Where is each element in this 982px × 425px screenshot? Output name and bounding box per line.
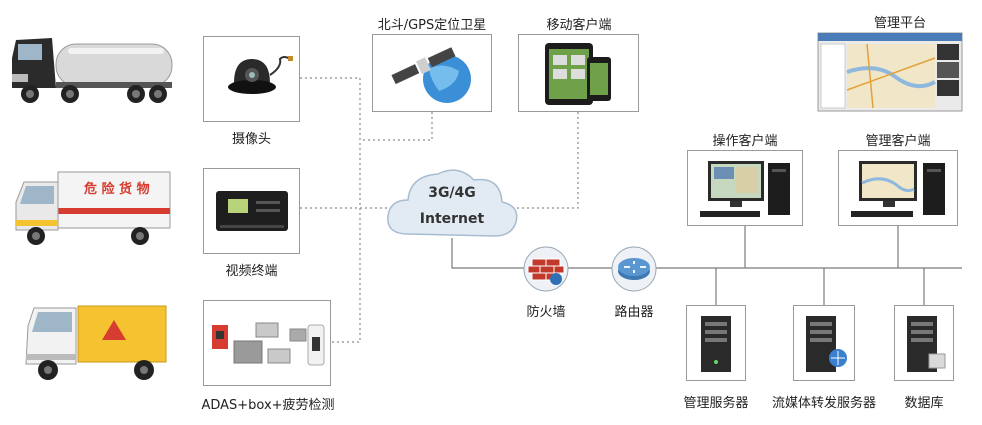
stream-server-icon [806,316,847,372]
dotted-link-satellite [360,112,433,141]
mgmt-server-label: 管理服务器 [683,396,749,411]
box-truck-icon [15,171,171,245]
platform-label: 管理平台 [873,16,926,31]
mgmt-client-box [838,150,958,226]
camera-icon [228,56,293,94]
hazmat-sign: 危 险 货 物 [84,182,150,197]
satellite-box [372,34,492,112]
database-box [894,305,954,381]
camera-label: 摄像头 [231,132,271,147]
ops-client-label: 操作客户端 [712,134,778,149]
stream-server-box [793,305,855,381]
router-label: 路由器 [614,305,654,320]
dotted-link-mobile [515,112,579,209]
hazmat-box-truck: 危 险 货 物 [8,168,176,254]
satellite-icon [391,47,471,103]
dvr-terminal-icon [216,191,288,231]
satellite-label: 北斗/GPS定位卫星 [377,18,487,33]
dotted-bus-vehicles [300,77,361,343]
internet-cloud-icon [387,169,518,237]
firewall-icon [523,246,569,292]
cloud-line2: Internet [419,211,485,227]
adas-devices-icon [212,322,325,366]
platform-screen-icon [817,32,963,112]
mobile-box [518,34,639,112]
database-label: 数据库 [904,396,944,411]
adas-label: ADAS+box+疲劳检测 [201,398,335,413]
terminal-box [203,168,300,254]
tablet-phone-icon [545,43,611,105]
ops-pc-icon [700,161,790,217]
orange-truck-icon [25,305,167,380]
adas-box [203,300,331,386]
mgmt-server-box [686,305,746,381]
stream-server-label: 流媒体转发服务器 [771,396,876,411]
mobile-label: 移动客户端 [546,18,612,33]
mgmt-client-label: 管理客户端 [865,134,931,149]
router-icon [611,246,657,292]
server-icon [701,316,731,372]
mgmt-pc-icon [851,161,945,217]
tanker-truck-icon [12,38,173,103]
firewall-label: 防火墙 [526,305,566,320]
lan-line [451,238,962,269]
database-server-icon [907,316,946,372]
terminal-label: 视频终端 [225,264,278,279]
camera-box [203,36,300,122]
cloud-line1: 3G/4G [428,185,476,201]
ops-client-box [687,150,803,226]
